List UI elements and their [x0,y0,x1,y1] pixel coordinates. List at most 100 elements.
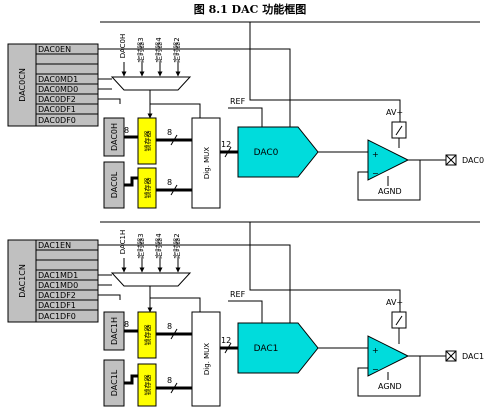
register-bit-label: DAC1EN [38,241,71,250]
mux-label: Dig. MUX [203,343,211,375]
dac0l-label: DAC0L [110,171,119,198]
register-bit-label: DAC1MD0 [38,281,78,290]
amp-plus: + [372,150,379,159]
trigger-label: 定时器2 [172,37,181,62]
dac1l-label: DAC1L [110,369,119,396]
feedback-line [357,159,421,201]
mux-select-line [150,297,201,312]
ref-label: REF [230,97,246,106]
output-label: DAC1 [462,352,484,361]
data-bus [124,176,138,187]
dac1cn-label: DAC1CN [18,264,27,298]
ref-line [228,107,263,127]
trigger-label: 定时器4 [154,233,163,259]
digital-mux [191,311,221,407]
enable-line [98,244,291,330]
output-pin-cross [445,154,457,166]
bus-width-label: 12 [221,140,231,149]
register-bit-label: DAC1DF2 [38,291,76,300]
bus-slash [224,146,232,158]
bus-slash [224,342,232,354]
trigger-label: 定时器3 [136,233,145,258]
bus-slash [170,382,178,394]
register-bit-label: DAC0MD0 [38,85,78,94]
latch-label: 锁存器 [143,375,152,396]
switch-contact [395,125,403,136]
switch-contact [395,315,403,326]
dac0cn-label: DAC0CN [18,68,27,102]
trigger-mux [110,76,192,91]
avplus-label: AV+ [386,298,403,307]
register-bit-cell [35,249,99,261]
dac1-converter [237,322,319,374]
dac0-converter [237,126,319,178]
bus-width-label: 8 [167,376,172,385]
bus-width-label: 12 [221,336,231,345]
mux-label: Dig. MUX [203,147,211,179]
format-line [98,98,121,104]
register-bit-cell [35,259,99,271]
ref-line [228,300,263,323]
output-pin-cross [445,350,457,362]
bus-width-label: 8 [167,178,172,187]
register-bit-cell [35,113,99,127]
trigger-label: 定时器2 [172,233,181,258]
agnd-label: AGND [378,187,402,196]
latch-label: 锁存器 [143,131,152,152]
avplus-label: AV+ [386,108,403,117]
dac1cn-bit-cells [35,239,99,323]
dac0cn-register [7,43,37,127]
dac1h-label: DAC1H [110,317,119,345]
trigger-label: DAC1H [119,230,127,255]
latch-low [137,363,157,407]
dac1cn-register [7,239,37,323]
bus-slash [170,328,178,340]
register-bit-cell [35,309,99,323]
format-line [98,294,121,300]
dac0h-label: DAC0H [110,123,119,151]
bus-width-label: 8 [167,128,172,137]
enable-switch-line [249,245,401,312]
trigger-input-labels: DAC0H 定时器3 定时器4 定时器2 [119,34,181,63]
enable-line [98,48,291,142]
feedback-line [357,355,421,397]
amp-minus: − [372,365,379,374]
register-bit-label: DAC0DF1 [38,105,76,114]
register-bit-label: DAC0EN [38,45,71,54]
dac0-block: DAC0CN DAC0EN DAC0MD1 DAC0MD0 DAC0DF2 DA… [7,21,484,209]
register-bit-cell [35,63,99,75]
trigger-mux [110,272,192,287]
enable-switch-line [249,49,401,122]
bus-slash [170,184,178,196]
latch-label: 锁存器 [143,178,152,199]
bus-slash [170,134,178,146]
register-bit-label: DAC1MD1 [38,271,78,280]
ref-label: REF [230,290,246,299]
trigger-label: 定时器4 [154,37,163,63]
dac0-label: DAC0 [254,148,279,158]
mux-select-line [150,103,201,118]
digital-mux [191,117,221,209]
latch-low [137,167,157,209]
output-amplifier [367,335,410,377]
output-amplifier [367,139,410,181]
bus-width-label: 8 [167,322,172,331]
dac1-label: DAC1 [254,344,279,354]
register-bit-label: DAC1DF1 [38,301,76,310]
register-bit-label: DAC0MD1 [38,75,78,84]
trigger-label: 定时器3 [136,37,145,62]
register-bit-label: DAC0DF2 [38,95,76,104]
figure-title: 图 8.1 DAC 功能框图 [194,2,306,16]
dac1-block: DAC1CN DAC1EN DAC1MD1 DAC1MD0 DAC1DF2 DA… [7,221,484,407]
bus-width-label: 8 [124,126,129,135]
trigger-input-labels: DAC1H 定时器3 定时器4 定时器2 [119,230,181,259]
register-bit-cell [35,53,99,65]
amp-minus: − [372,169,379,178]
register-bit-label: DAC0DF0 [38,116,76,125]
latch-label: 锁存器 [143,325,152,346]
trigger-label: DAC0H [119,34,127,59]
bus-width-label: 8 [124,320,129,329]
output-label: DAC0 [462,156,484,165]
amp-plus: + [372,346,379,355]
